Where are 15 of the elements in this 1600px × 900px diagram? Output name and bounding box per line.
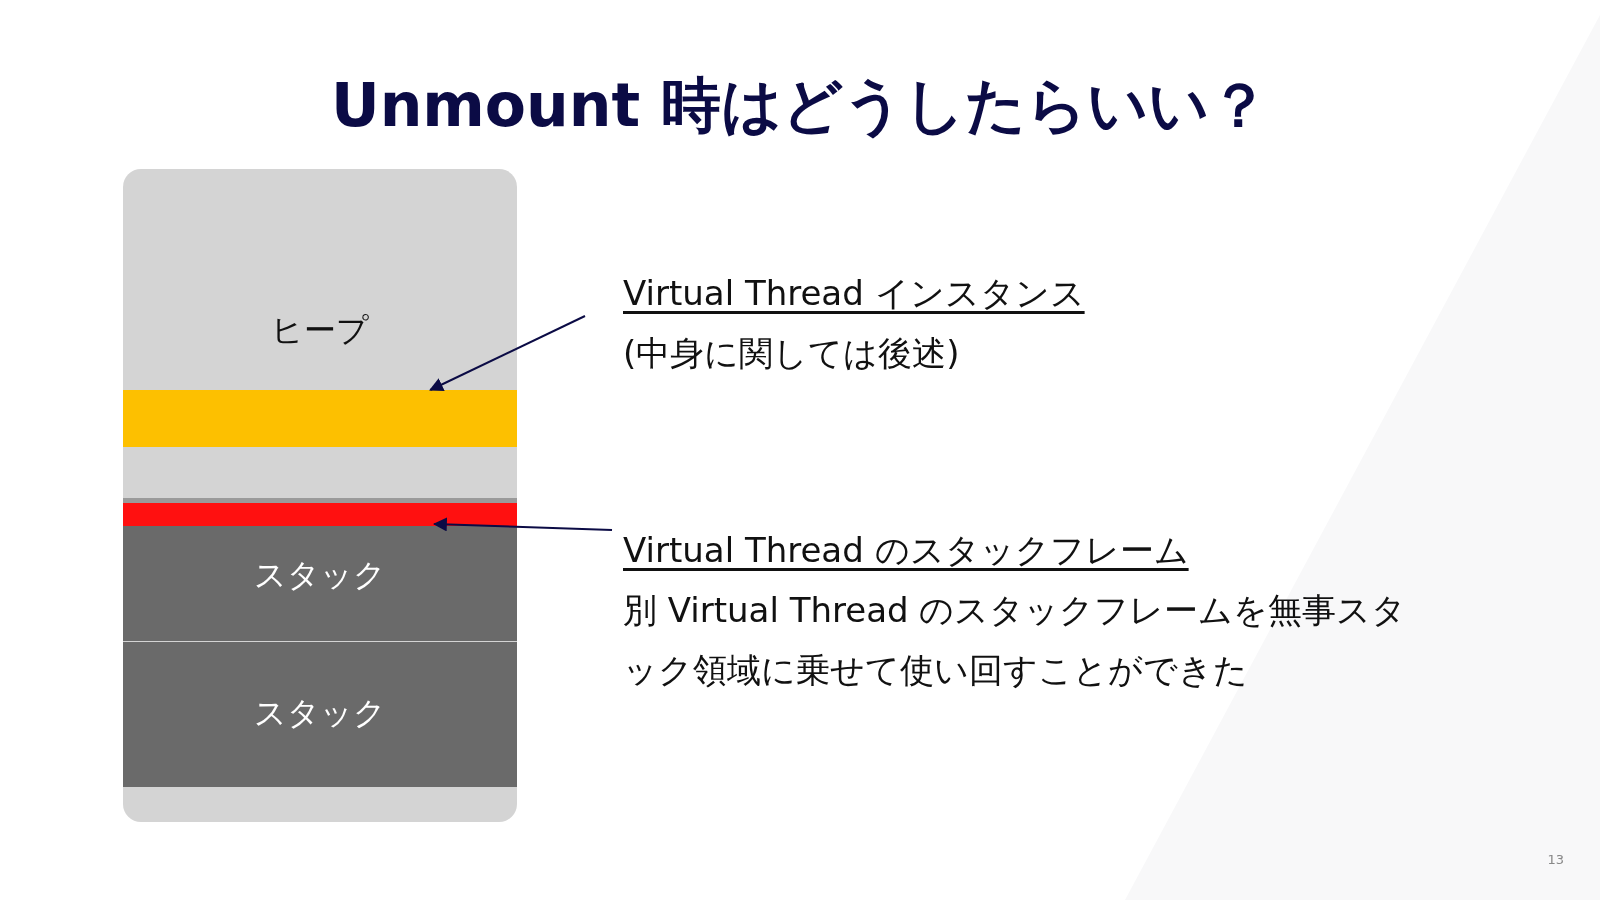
heading-text: Virtual Thread のスタックフレーム [623, 529, 1190, 572]
page-number: 13 [1547, 852, 1564, 867]
instance-band [123, 390, 517, 447]
stack-label: スタック [253, 693, 387, 734]
stack-label: スタック [253, 555, 387, 596]
arrow [429, 315, 586, 391]
heap-label: ヒープ [270, 310, 370, 351]
memory-column [123, 169, 517, 822]
body-text: 別 Virtual Thread のスタックフレームを無事スタック領域に乗せて使い回すことができた [623, 589, 1408, 692]
heading-text: Virtual Thread インスタンス [623, 272, 1086, 315]
stack-region [123, 526, 517, 641]
body-text: (中身に関しては後述) [623, 332, 961, 375]
slide-title: Unmount 時はどうしたらいい？ [329, 69, 1271, 142]
arrow [432, 517, 613, 532]
stack-region [123, 642, 517, 787]
